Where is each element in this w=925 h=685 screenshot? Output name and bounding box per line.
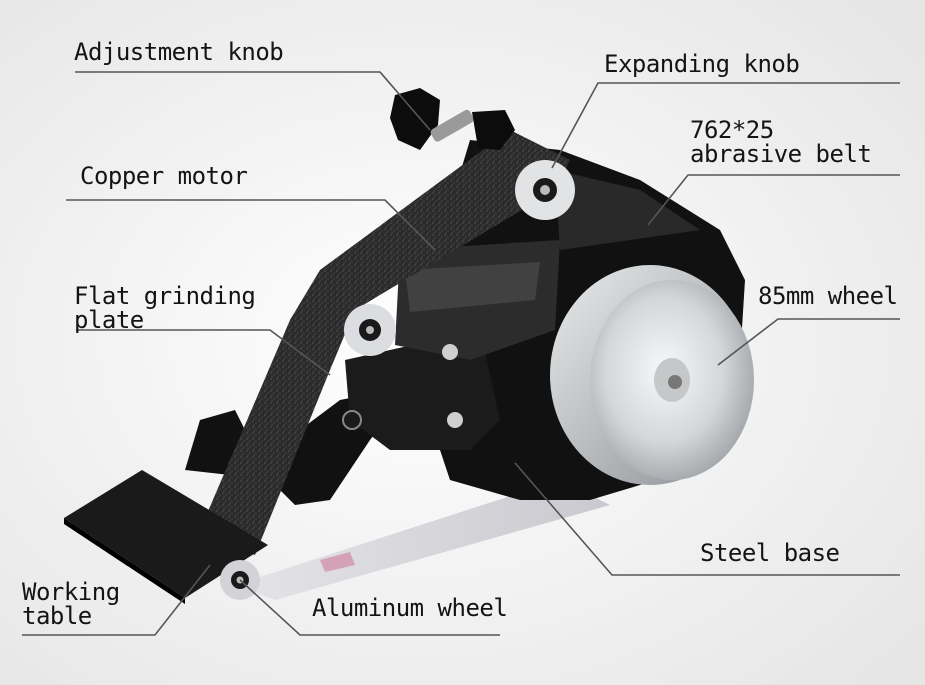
leader-abrasive-belt: [647, 174, 900, 226]
expanding-knob: [472, 110, 515, 150]
label-copper-motor: Copper motor: [80, 162, 248, 190]
leader-working-table: [22, 564, 211, 636]
leader-flat-grinding: [76, 329, 331, 376]
working-table: [64, 470, 268, 598]
label-abrasive-belt: abrasive belt: [690, 140, 872, 168]
leader-steel-base: [514, 462, 900, 576]
label-85mm-wheel: 85mm wheel: [758, 282, 898, 310]
bolt: [447, 412, 463, 428]
top-roller: [515, 160, 575, 220]
label-working-table-line1: Working: [22, 578, 120, 606]
leader-expanding-knob: [551, 82, 900, 169]
leader-lines: [22, 71, 900, 636]
adjustment-knob: [390, 88, 474, 150]
label-flat-grinding-line2: plate: [74, 306, 144, 334]
label-aluminum-wheel: Aluminum wheel: [312, 594, 508, 622]
belt-print: [320, 552, 355, 572]
leader-85mm-wheel: [717, 318, 900, 366]
label-steel-base: Steel base: [700, 539, 840, 567]
motor-window: [395, 240, 560, 360]
label-expanding-knob: Expanding knob: [604, 50, 800, 78]
middle-roller: [344, 304, 396, 356]
bolt: [342, 410, 362, 430]
motor-highlight: [405, 262, 540, 312]
leader-adjustment-knob: [75, 71, 431, 131]
abrasive-belt: [200, 130, 570, 555]
leader-copper-motor: [66, 199, 436, 251]
leader-aluminum-wheel: [239, 579, 500, 636]
wheel-85mm: [550, 265, 754, 485]
bolt: [442, 344, 458, 360]
label-working-table-line2: table: [22, 602, 92, 630]
abrasive-belt-edge: [555, 170, 700, 250]
label-abrasive-belt-size: 762*25: [690, 116, 774, 144]
label-flat-grinding-line1: Flat grinding: [74, 282, 256, 310]
label-adjustment-knob: Adjustment knob: [74, 38, 284, 66]
working-table-edge: [64, 518, 185, 604]
